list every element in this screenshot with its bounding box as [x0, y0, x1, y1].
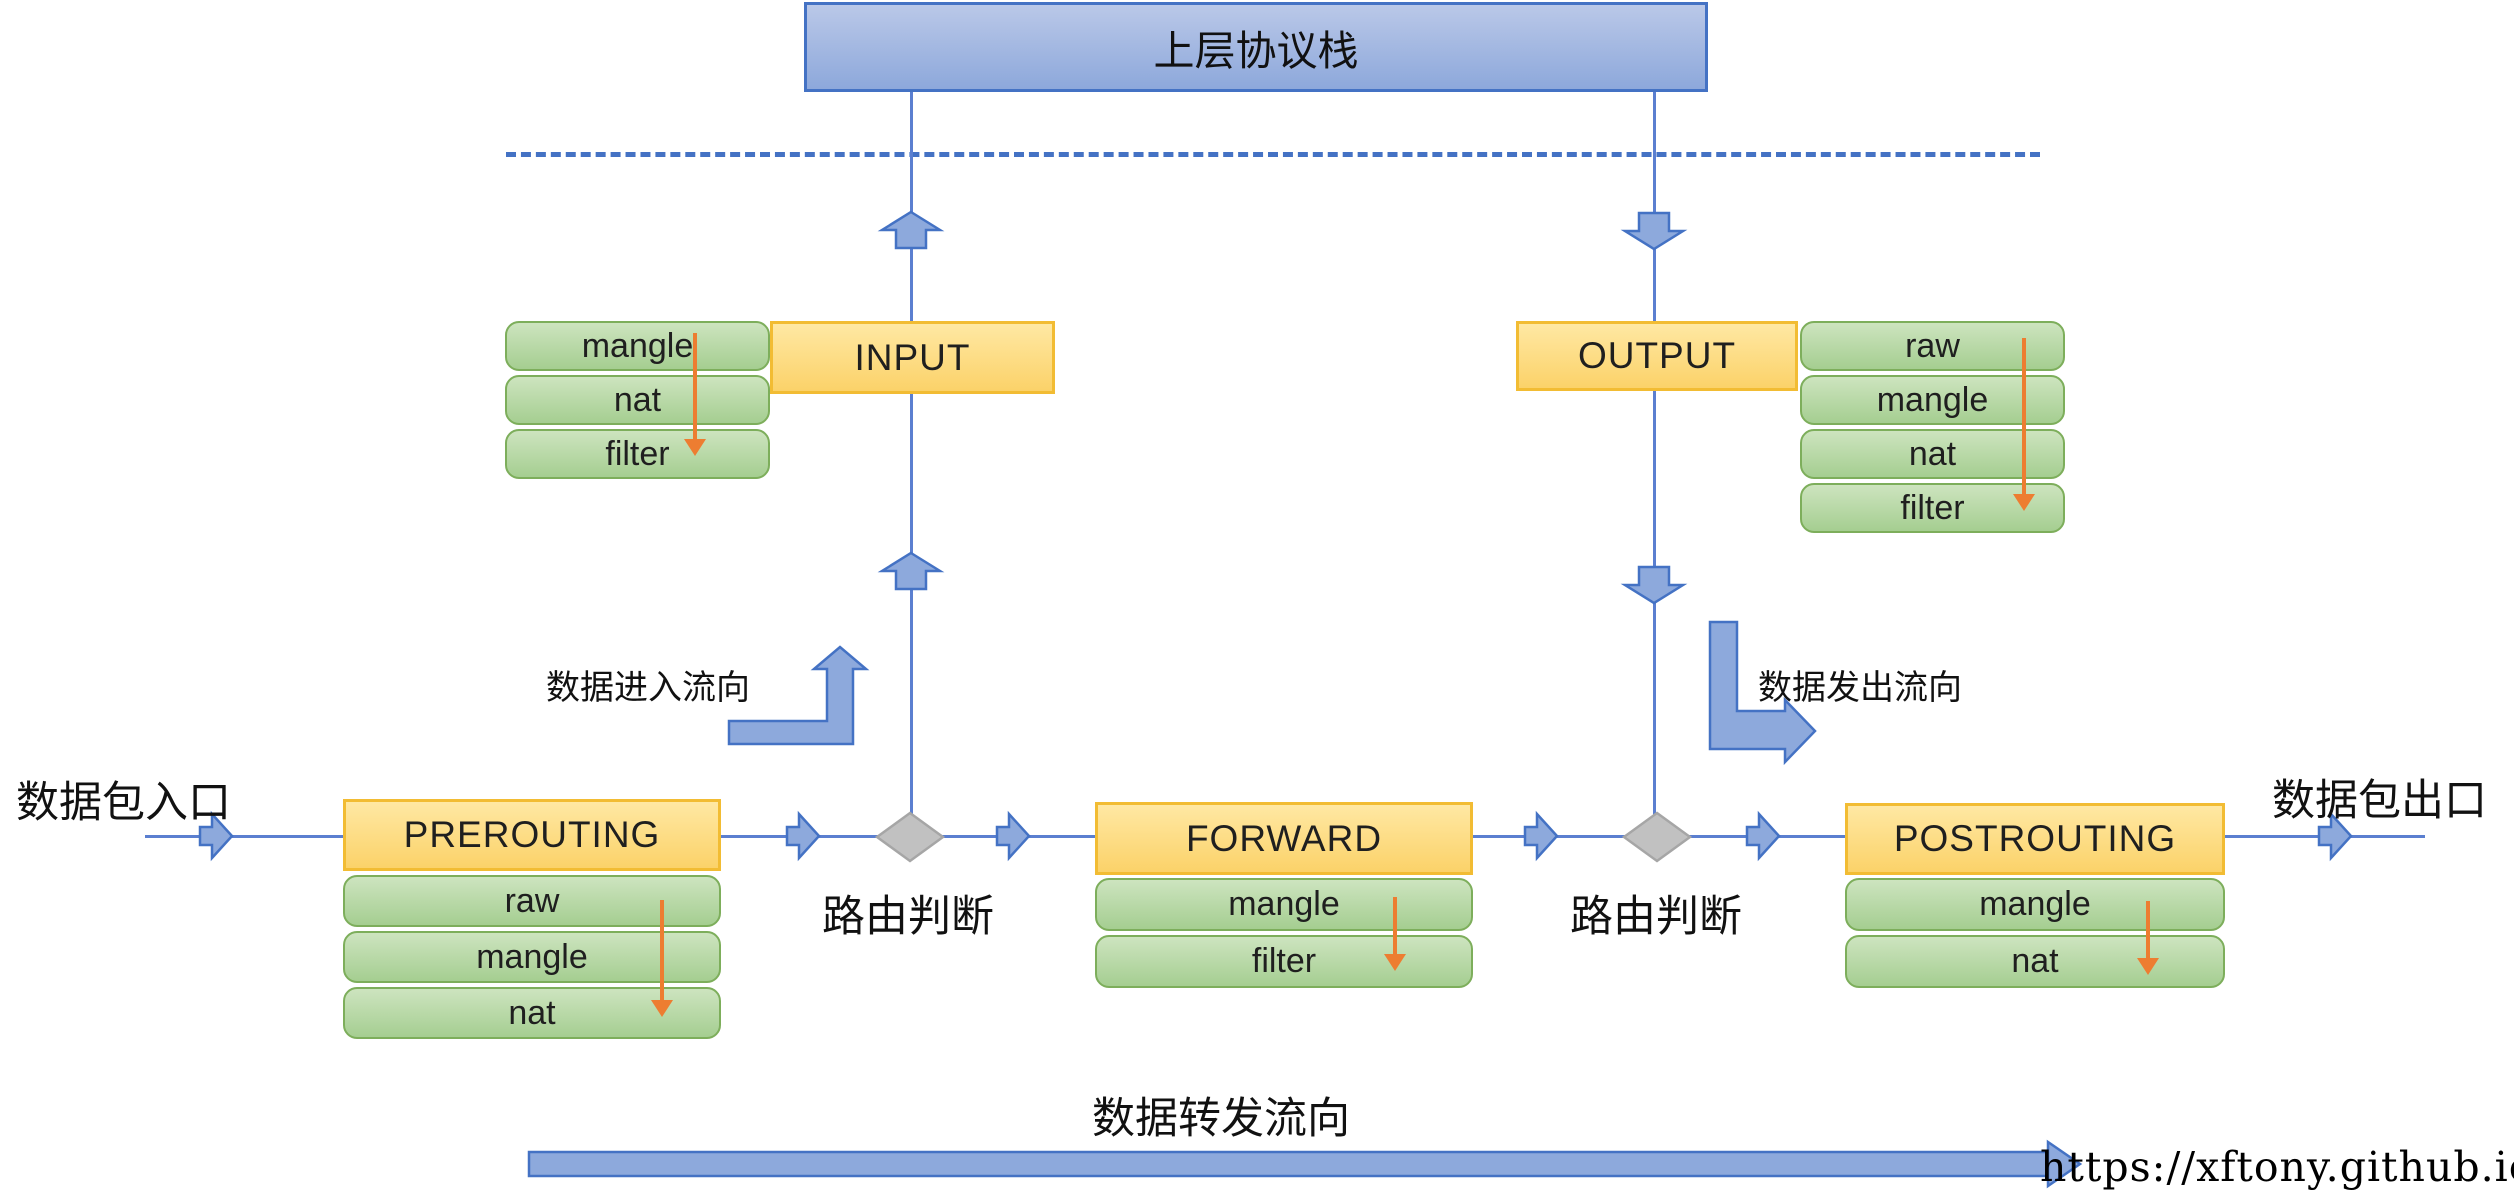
chain-box-forward: FORWARD — [1095, 802, 1473, 875]
packet-exit-label: 数据包出口 — [2272, 777, 2487, 825]
table-chip: filter — [1095, 935, 1473, 988]
outgoing-flow-bent-arrow-icon — [1708, 620, 1817, 766]
flow-arrow-right-icon — [1523, 810, 1559, 862]
table-chip: raw — [343, 875, 721, 927]
table-stack-postrouting: mangle nat — [1845, 878, 2225, 988]
table-chip: mangle — [505, 321, 770, 371]
forward-flow-bar-arrow — [527, 1139, 2083, 1189]
table-chip: nat — [1800, 429, 2065, 479]
flow-arrow-right-icon — [995, 810, 1031, 862]
watermark-url: https://xftony.github.io/ — [2040, 1143, 2514, 1190]
outgoing-flow-label: 数据发出流向 — [1758, 669, 1962, 707]
connector-line — [910, 92, 913, 322]
upper-protocol-stack-box: 上层协议栈 — [804, 2, 1708, 92]
chain-label-prerouting: PREROUTING — [403, 814, 661, 855]
flow-arrow-up-icon — [877, 210, 945, 250]
table-order-arrow-icon — [651, 900, 673, 1017]
table-chip: mangle — [1845, 878, 2225, 931]
table-chip: mangle — [1095, 878, 1473, 931]
upper-protocol-stack-label: 上层协议栈 — [1153, 28, 1359, 74]
table-stack-forward: mangle filter — [1095, 878, 1473, 988]
chain-label-forward: FORWARD — [1185, 817, 1383, 859]
forward-flow-label: 数据转发流向 — [1092, 1095, 1350, 1143]
connector-line — [910, 394, 913, 816]
routing-decision-diamond — [1621, 811, 1693, 863]
table-order-arrow-icon — [1384, 897, 1406, 971]
chain-label-postrouting: POSTROUTING — [1893, 818, 2177, 859]
routing-decision-diamond — [874, 811, 946, 863]
incoming-flow-bent-arrow-icon — [727, 645, 870, 746]
flow-arrow-right-icon — [198, 810, 234, 862]
chain-label-output: OUTPUT — [1577, 335, 1737, 376]
table-stack-output: raw mangle nat filter — [1800, 321, 2065, 533]
chain-box-postrouting: POSTROUTING — [1845, 803, 2225, 875]
flow-arrow-right-icon — [785, 810, 821, 862]
table-chip: nat — [1845, 935, 2225, 988]
routing-decision-label: 路由判断 — [822, 893, 994, 941]
flow-arrow-down-icon — [1620, 565, 1688, 605]
connector-line — [145, 835, 343, 838]
table-order-arrow-icon — [2013, 338, 2035, 511]
table-order-arrow-icon — [684, 333, 706, 456]
chain-box-input: INPUT — [770, 321, 1055, 394]
chain-label-input: INPUT — [854, 336, 971, 378]
table-order-arrow-icon — [2137, 901, 2159, 975]
table-stack-prerouting: raw mangle nat — [343, 875, 721, 1039]
chain-box-prerouting: PREROUTING — [343, 799, 721, 871]
kernel-boundary-dashed-line — [506, 152, 2040, 157]
table-chip: mangle — [343, 931, 721, 983]
table-stack-input: mangle nat filter — [505, 321, 770, 479]
incoming-flow-label: 数据进入流向 — [546, 669, 750, 707]
packet-entry-label: 数据包入口 — [16, 779, 231, 827]
chain-box-output: OUTPUT — [1516, 321, 1798, 391]
table-chip: filter — [505, 429, 770, 479]
table-chip: nat — [505, 375, 770, 425]
connector-line — [1653, 92, 1656, 322]
routing-decision-label: 路由判断 — [1570, 893, 1742, 941]
table-chip: mangle — [1800, 375, 2065, 425]
flow-arrow-down-icon — [1620, 211, 1688, 251]
flow-arrow-right-icon — [1745, 810, 1781, 862]
table-chip: raw — [1800, 321, 2065, 371]
flow-arrow-right-icon — [2317, 810, 2353, 862]
flow-arrow-up-icon — [877, 551, 945, 591]
